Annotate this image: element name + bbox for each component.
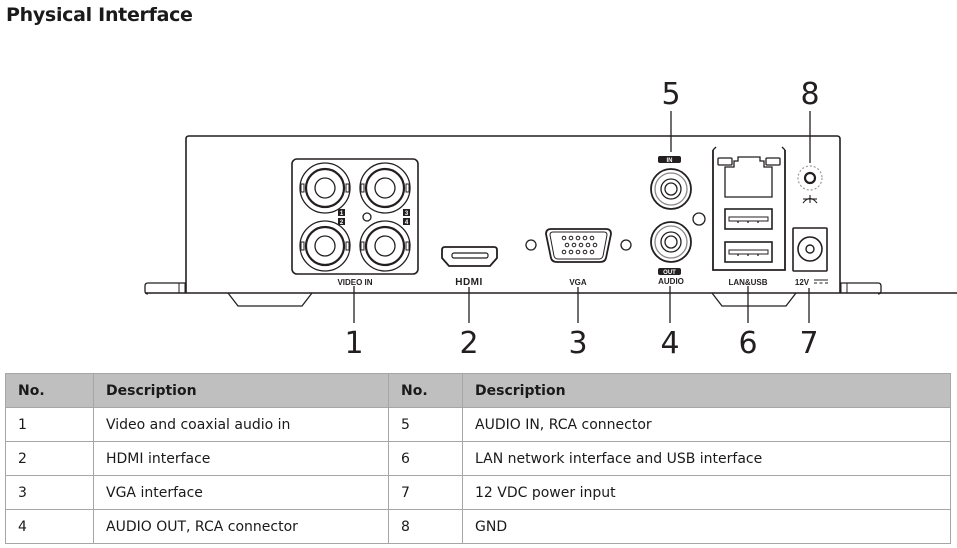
cell-no: 3 xyxy=(5,475,94,510)
video-led-indicator xyxy=(362,212,372,222)
header-no-right: No. xyxy=(388,373,463,408)
cell-description: VGA interface xyxy=(93,475,389,510)
vga-port[interactable]: VGA xyxy=(525,228,632,287)
cell-description: HDMI interface xyxy=(93,441,389,476)
cell-no: 8 xyxy=(388,509,463,544)
video-in-bnc-block: 1 2 3 4 VIDEO IN xyxy=(291,158,419,287)
callout-6: 6 xyxy=(738,326,757,360)
table-row: 3 VGA interface 7 12 VDC power input xyxy=(5,475,951,510)
audio-label: AUDIO xyxy=(658,277,684,286)
bnc-connector-3[interactable] xyxy=(359,162,411,214)
gnd-terminal[interactable] xyxy=(797,165,823,204)
cell-description: LAN network interface and USB interface xyxy=(462,441,951,476)
bnc-connector-4[interactable] xyxy=(359,220,411,272)
audio-in-tag-label: IN xyxy=(667,158,673,164)
cell-description: 12 VDC power input xyxy=(462,475,951,510)
cell-description: GND xyxy=(462,509,951,544)
cell-no: 1 xyxy=(5,407,94,442)
bnc-connector-2[interactable] xyxy=(299,220,351,272)
cell-no: 2 xyxy=(5,441,94,476)
cell-description: AUDIO OUT, RCA connector xyxy=(93,509,389,544)
cell-no: 4 xyxy=(5,509,94,544)
hdmi-label: HDMI xyxy=(455,277,483,288)
rear-panel-figure: 1 2 3 4 VIDEO IN HDMI VGA IN xyxy=(0,70,957,360)
audio-out-rca-connector[interactable] xyxy=(650,221,692,263)
audio-out-tag-label: OUT xyxy=(663,270,676,276)
callout-leaders xyxy=(353,111,811,323)
callout-1: 1 xyxy=(344,326,363,360)
channel-tag-3 xyxy=(403,209,410,216)
callout-4: 4 xyxy=(660,326,679,360)
callout-2: 2 xyxy=(459,326,478,360)
cell-description: Video and coaxial audio in xyxy=(93,407,389,442)
channel-tag-1-label: 1 xyxy=(340,211,344,217)
vga-label: VGA xyxy=(569,278,587,287)
callout-3: 3 xyxy=(568,326,587,360)
callout-7: 7 xyxy=(799,326,818,360)
lan-usb-label: LAN&USB xyxy=(728,278,767,287)
cell-no: 5 xyxy=(388,407,463,442)
page-title: Physical Interface xyxy=(6,4,193,26)
power-label: 12V xyxy=(795,278,810,287)
usb-port-1[interactable] xyxy=(724,208,773,230)
audio-in-tag xyxy=(658,156,681,163)
channel-tag-4-label: 4 xyxy=(405,220,409,226)
interface-table: No. Description No. Description 1 Video … xyxy=(5,373,951,544)
hdmi-port[interactable]: HDMI xyxy=(441,246,498,288)
header-description-right: Description xyxy=(462,373,951,408)
cell-no: 6 xyxy=(388,441,463,476)
audio-in-rca-connector[interactable] xyxy=(650,168,692,210)
usb-port-2[interactable] xyxy=(724,241,773,263)
audio-out-tag xyxy=(658,268,681,275)
video-in-label: VIDEO IN xyxy=(337,278,372,287)
bnc-connector-1[interactable] xyxy=(299,162,351,214)
header-no-left: No. xyxy=(5,373,94,408)
lan-port[interactable] xyxy=(717,156,781,198)
header-description-left: Description xyxy=(93,373,389,408)
audio-led-indicator xyxy=(692,212,706,226)
channel-tag-2-label: 2 xyxy=(340,220,344,226)
channel-tag-2 xyxy=(338,218,345,225)
cell-no: 7 xyxy=(388,475,463,510)
table-row: 2 HDMI interface 6 LAN network interface… xyxy=(5,441,951,476)
table-header-row: No. Description No. Description xyxy=(5,373,951,408)
chassis xyxy=(144,135,957,307)
callout-5: 5 xyxy=(661,77,680,112)
cell-description: AUDIO IN, RCA connector xyxy=(462,407,951,442)
callout-8: 8 xyxy=(800,77,819,112)
lan-usb-block: LAN&USB xyxy=(712,146,786,287)
power-dc-jack[interactable]: 12V xyxy=(792,227,828,287)
channel-tag-4 xyxy=(403,218,410,225)
rear-panel-diagram: 1 2 3 4 VIDEO IN HDMI VGA IN xyxy=(144,77,957,360)
audio-ports: IN OUT AUDIO xyxy=(650,156,706,286)
channel-tag-1 xyxy=(338,209,345,216)
table-row: 4 AUDIO OUT, RCA connector 8 GND xyxy=(5,509,951,544)
channel-tag-3-label: 3 xyxy=(405,211,409,217)
table-row: 1 Video and coaxial audio in 5 AUDIO IN,… xyxy=(5,407,951,442)
